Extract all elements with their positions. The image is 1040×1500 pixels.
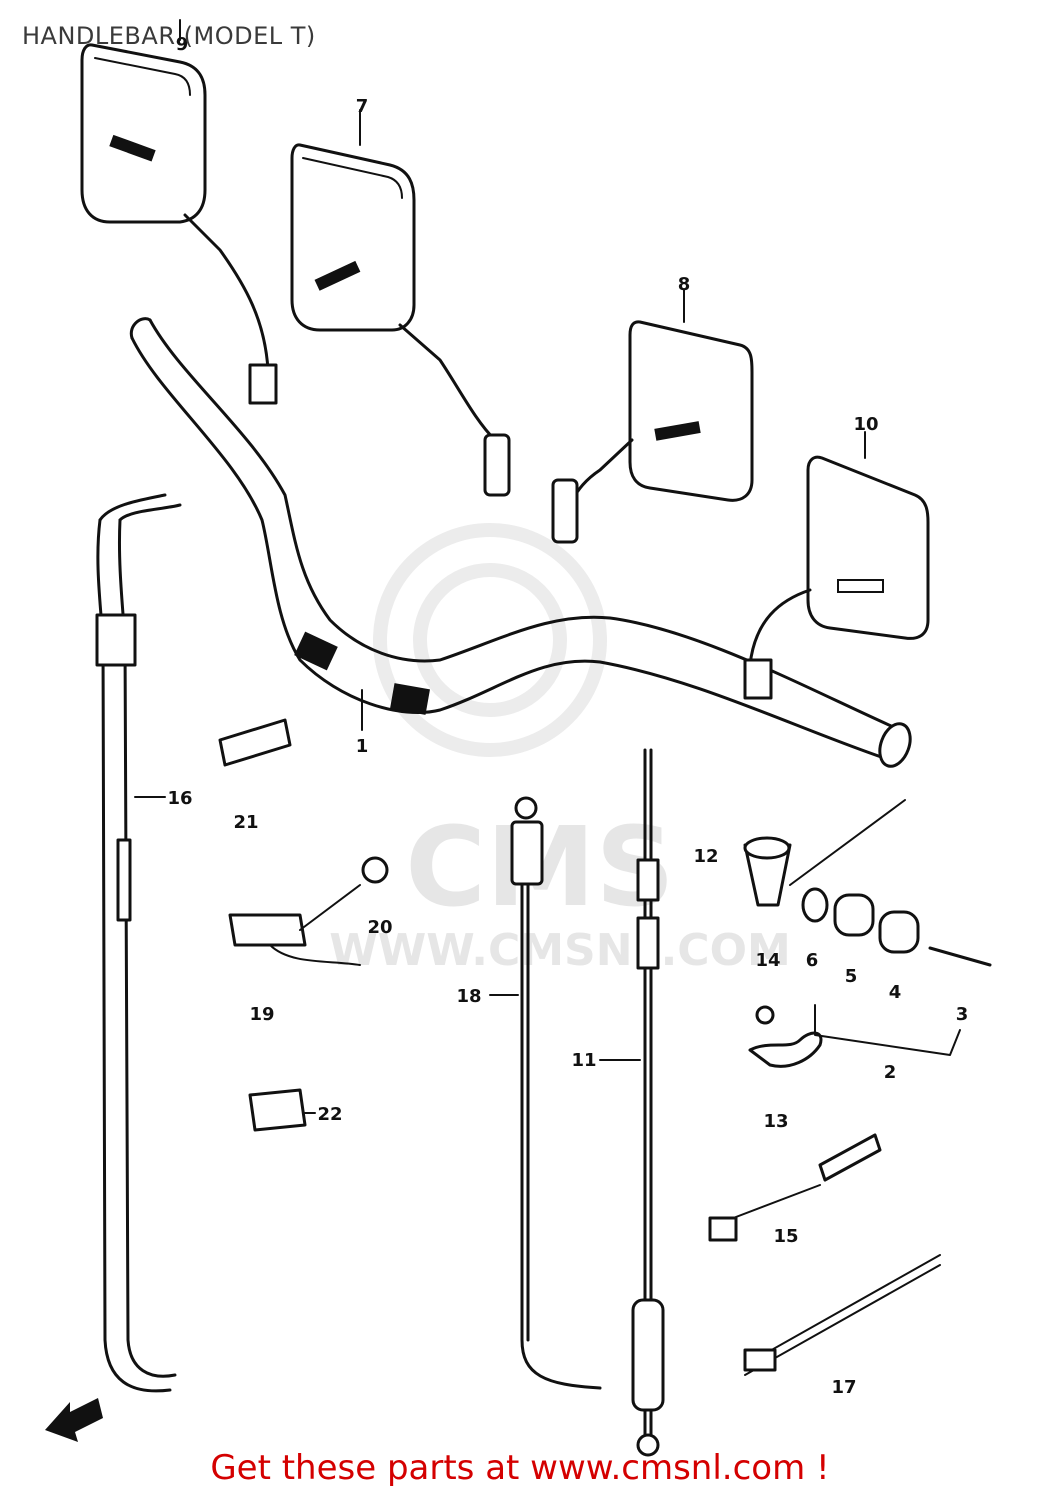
callout-15: 15 xyxy=(773,1226,798,1247)
callout-18: 18 xyxy=(456,986,481,1007)
footer-link[interactable]: Get these parts at www.cmsnl.com ! xyxy=(210,1448,830,1488)
callout-22: 22 xyxy=(317,1104,342,1125)
callout-6: 6 xyxy=(806,950,819,971)
callout-14: 14 xyxy=(755,950,780,971)
callout-7: 7 xyxy=(356,96,369,117)
callout-1: 1 xyxy=(356,736,369,757)
callout-16: 16 xyxy=(167,788,192,809)
callout-13: 13 xyxy=(763,1111,788,1132)
throttle-cable-short xyxy=(489,796,602,1390)
watermark: CMS WWW.CMSNL.COM xyxy=(329,523,791,976)
handlebar xyxy=(129,317,912,768)
mirror-right-outer xyxy=(743,431,930,700)
callout-10: 10 xyxy=(853,414,878,435)
callout-11: 11 xyxy=(571,1050,596,1071)
callout-9: 9 xyxy=(176,34,189,55)
throttle-cable xyxy=(95,493,182,1393)
callout-20: 20 xyxy=(367,917,392,938)
front-arrow-icon xyxy=(45,1398,103,1442)
watermark-url: WWW.CMSNL.COM xyxy=(329,925,791,976)
callout-2: 2 xyxy=(884,1062,897,1083)
mirror-left-outer xyxy=(80,19,278,405)
callout-17: 17 xyxy=(831,1377,856,1398)
small-parts xyxy=(218,718,992,1376)
diagram-title: HANDLEBAR (MODEL T) xyxy=(22,22,316,50)
mirror-right-inner xyxy=(551,289,754,544)
callout-5: 5 xyxy=(845,966,858,987)
clutch-cable xyxy=(599,748,665,1457)
callout-4: 4 xyxy=(889,982,902,1003)
callout-labels: 1 2 3 4 5 6 7 8 9 10 11 12 13 14 15 16 1… xyxy=(167,34,968,1398)
callout-8: 8 xyxy=(678,274,691,295)
callout-12: 12 xyxy=(693,846,718,867)
mirror-left-inner xyxy=(290,109,511,497)
callout-3: 3 xyxy=(956,1004,969,1025)
callout-19: 19 xyxy=(249,1004,274,1025)
callout-21: 21 xyxy=(233,812,258,833)
